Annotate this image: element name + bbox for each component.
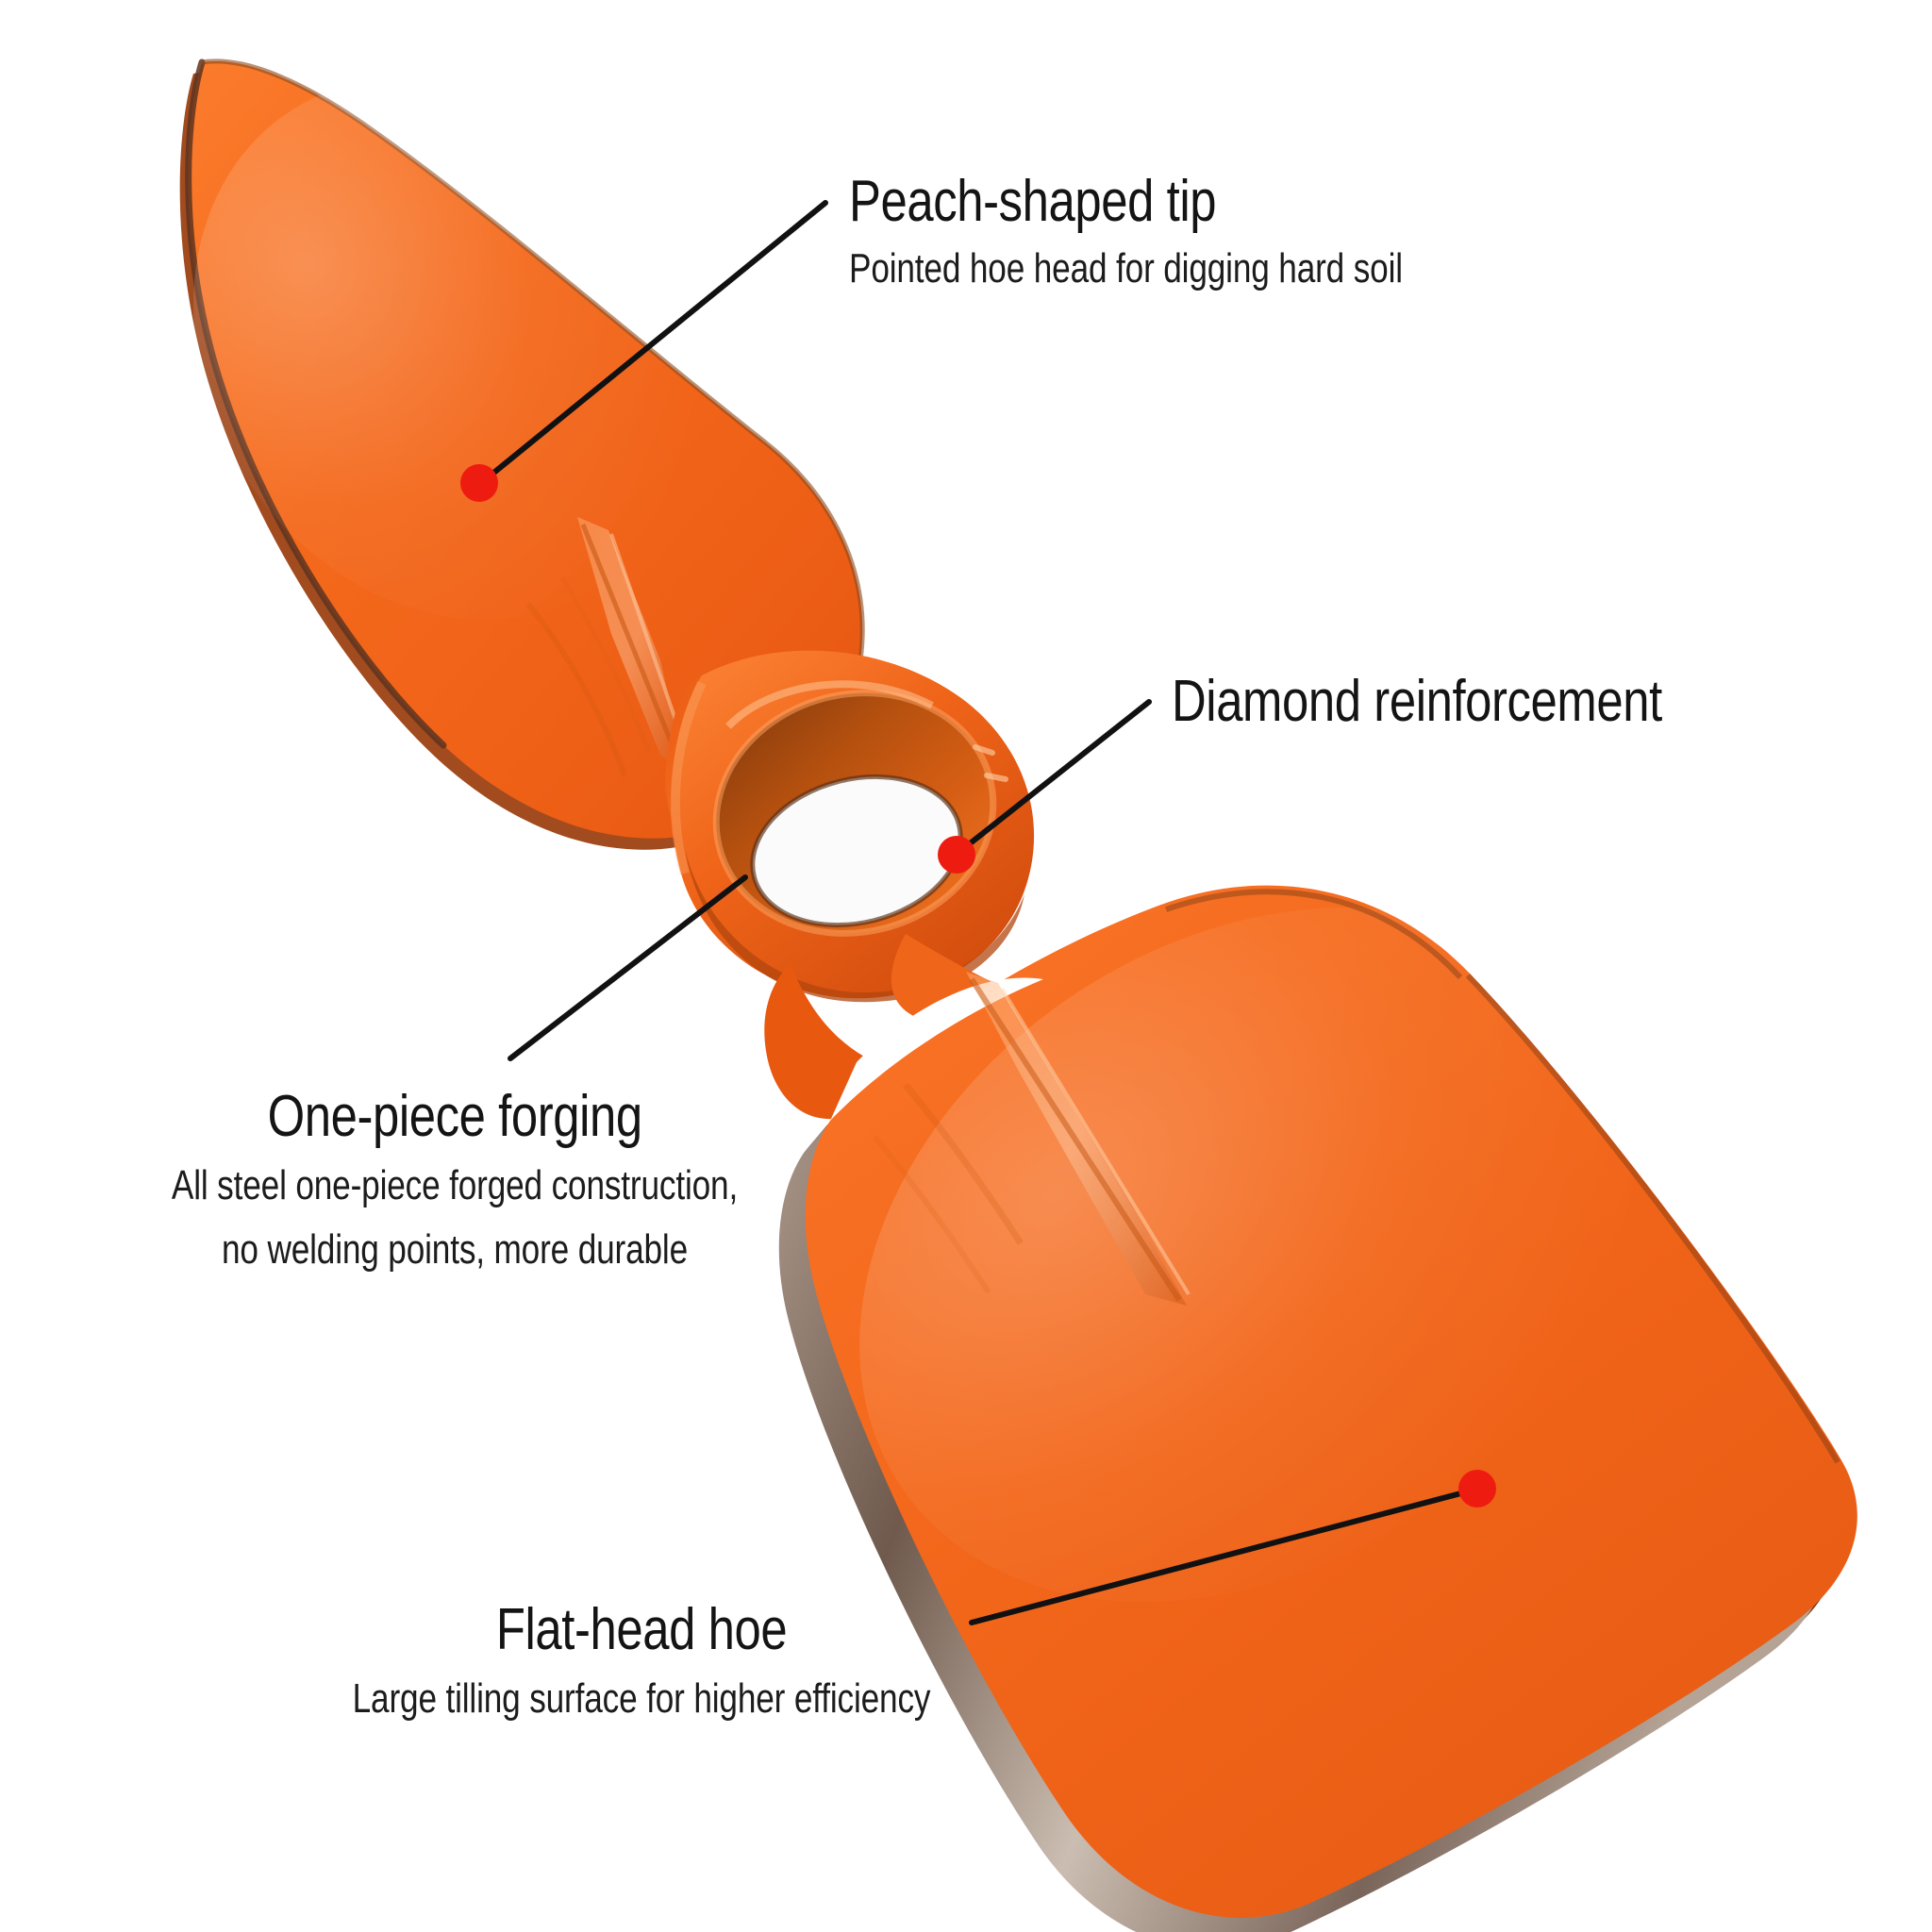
callout-dot-diamond — [938, 836, 975, 874]
callout-subtitle-forging-line1: All steel one-piece forged construction, — [171, 1162, 739, 1209]
callout-diamond-reinforcement: Diamond reinforcement — [1172, 672, 1770, 731]
callout-one-piece-forging: One-piece forging All steel one-piece fo… — [49, 1087, 860, 1274]
leader-line-diamond — [957, 699, 1152, 855]
callout-subtitle-forging-line2: no welding points, more durable — [221, 1226, 689, 1274]
flat-head-blade — [778, 885, 1857, 1932]
callout-title-flat: Flat-head hoe — [495, 1597, 788, 1662]
peach-shaped-head — [179, 58, 865, 850]
callout-title-peach: Peach-shaped tip — [849, 169, 1217, 234]
callout-title-diamond: Diamond reinforcement — [1172, 669, 1662, 734]
callout-title-forging: One-piece forging — [267, 1084, 642, 1149]
callout-peach-shaped-tip: Peach-shaped tip Pointed hoe head for di… — [849, 172, 1541, 293]
callout-dot-peach — [460, 464, 498, 502]
callout-subtitle-flat: Large tilling surface for higher efficie… — [352, 1675, 931, 1723]
handle-socket — [670, 650, 1035, 1003]
callout-dot-flat — [1458, 1470, 1496, 1507]
callout-flat-head-hoe: Flat-head hoe Large tilling surface for … — [217, 1600, 1066, 1724]
leader-line-flat — [969, 1488, 1474, 1625]
callout-subtitle-peach: Pointed hoe head for digging hard soil — [849, 245, 1403, 292]
leader-line-peach — [483, 200, 828, 482]
leader-line-forging — [508, 874, 748, 1061]
